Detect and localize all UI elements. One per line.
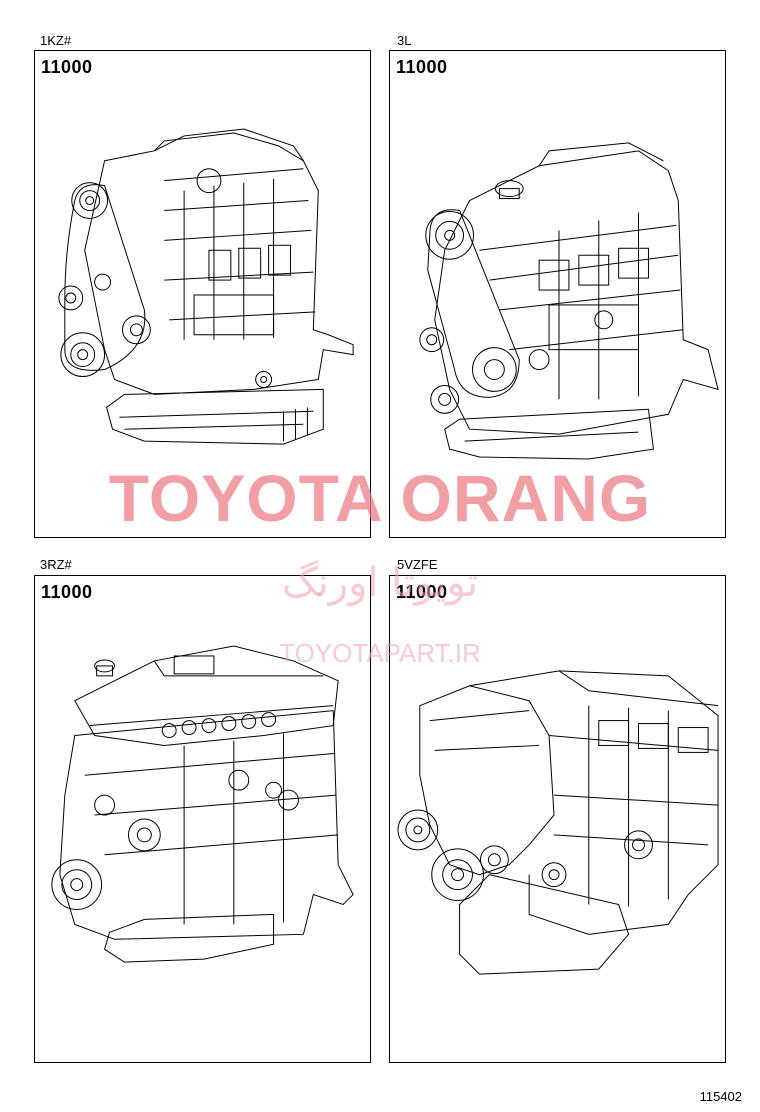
fan-and-pulleys — [397, 809, 653, 902]
part-number-1kz: 11000 — [41, 57, 93, 77]
panel-1kz[interactable]: 11000 — [34, 50, 371, 538]
engine-label-3rz: 3RZ# — [40, 557, 72, 572]
oil-pan — [444, 408, 654, 460]
engine-body — [434, 142, 719, 435]
engine-body — [84, 128, 354, 395]
oil-pan — [459, 874, 630, 975]
part-number-5vzfe: 11000 — [396, 582, 448, 602]
timing-belt — [427, 209, 520, 398]
engine-label-5vzfe: 5VZFE — [397, 557, 438, 572]
engine-body — [469, 670, 719, 935]
watermark-brand-fa: تویوتا اورنگ — [281, 560, 479, 606]
engine-body — [59, 710, 354, 940]
pulleys — [419, 210, 614, 414]
oil-cap — [494, 180, 524, 200]
engine-3rz-drawing — [51, 645, 354, 963]
part-number-3rz: 11000 — [41, 582, 93, 602]
pulleys — [51, 769, 299, 910]
oil-pan — [104, 913, 275, 963]
cylinder-head — [74, 645, 339, 746]
pulleys — [58, 168, 222, 378]
block-detail — [538, 247, 649, 351]
valve-cover-detail — [598, 720, 709, 753]
intake-ports — [161, 712, 277, 738]
engine-5vzfe-drawing — [397, 670, 719, 975]
panel-5vzfe[interactable]: 11000 — [389, 575, 726, 1063]
part-number-3l: 11000 — [396, 57, 448, 77]
oil-pan — [106, 388, 324, 445]
engine-3l-drawing — [419, 142, 719, 460]
panel-3l[interactable]: 11000 — [389, 50, 726, 538]
panel-3rz[interactable]: 11000 — [34, 575, 371, 1063]
engine-label-1kz: 1KZ# — [40, 33, 72, 48]
timing-cover — [419, 685, 555, 876]
engine-1kz-drawing — [58, 128, 354, 445]
watermark-url: TOYOTAPART.IR — [279, 638, 481, 668]
intake-detail — [193, 244, 291, 388]
timing-belt — [64, 184, 146, 371]
watermark-brand: TOYOTA ORANG — [108, 461, 652, 535]
engine-label-3l: 3L — [397, 33, 412, 48]
figure-id: 115402 — [699, 1089, 742, 1104]
